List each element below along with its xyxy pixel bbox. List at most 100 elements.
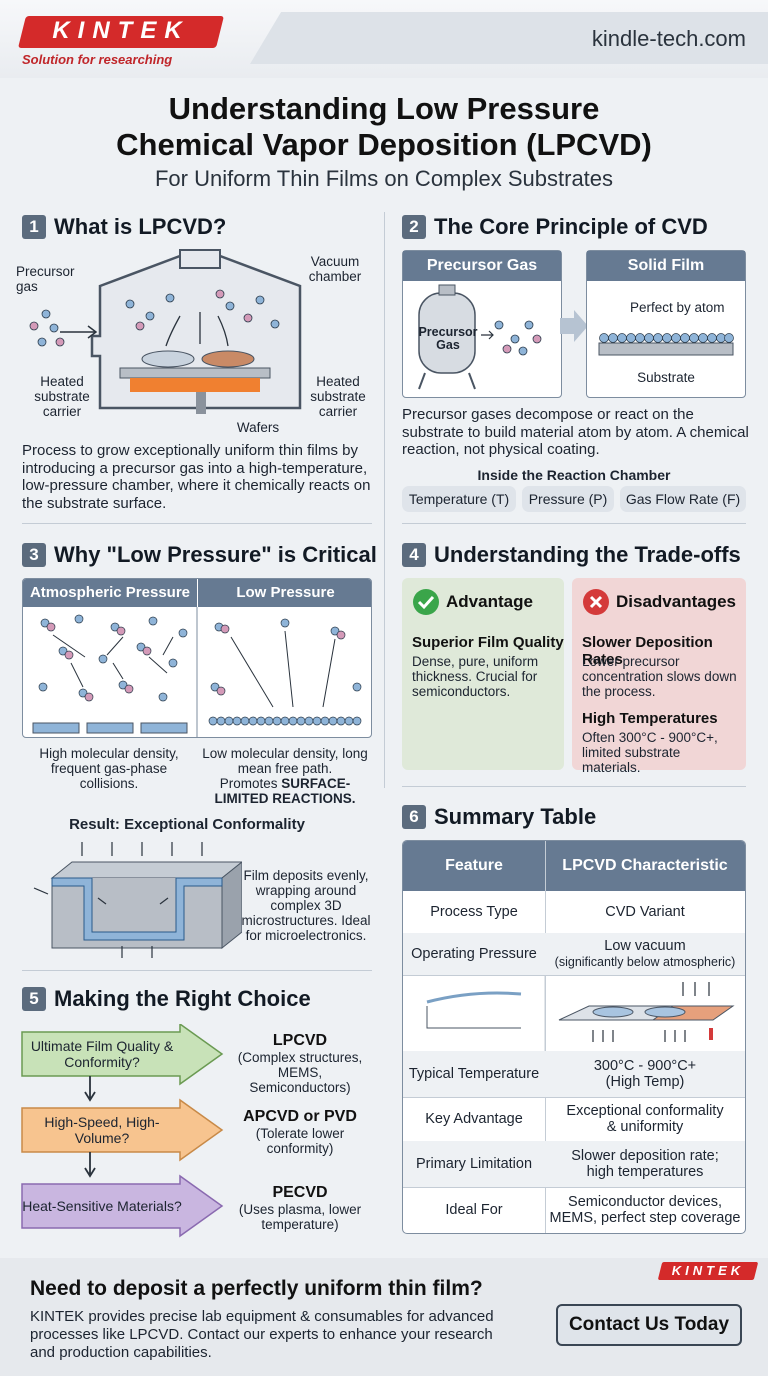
footer-logo[interactable]: KINTEK (671, 1263, 745, 1278)
panel-heading: Solid Film (587, 251, 745, 281)
cell-value: Exceptional conformality (566, 1103, 724, 1119)
table-header-characteristic: LPCVD Characteristic (562, 857, 728, 874)
pressure-comparison-panel: Atmospheric Pressure Low Pressure (22, 578, 372, 738)
section-number: 6 (402, 805, 426, 829)
section-6-heading: 6 Summary Table (402, 804, 596, 830)
section-4-heading: 4 Understanding the Trade-offs (402, 542, 741, 568)
table-cell: CVD Variant (605, 904, 685, 920)
table-cell: Low vacuum (significantly below atmosphe… (545, 933, 745, 975)
section-1-heading: 1 What is LPCVD? (22, 214, 226, 240)
table-row: Primary Limitation (403, 1141, 545, 1187)
advantage-title: Advantage (446, 592, 533, 611)
lpcvd-chamber-diagram (29, 249, 302, 414)
x-icon (583, 589, 609, 615)
section-divider (402, 523, 746, 524)
table-header (403, 841, 745, 891)
panel-heading: Precursor Gas (403, 251, 561, 281)
disadvantage-text-2: Often 300°C - 900°C+, limited substrate … (582, 730, 718, 775)
section-2-heading: 2 The Core Principle of CVD (402, 214, 708, 240)
section-3-heading: 3 Why "Low Pressure" is Critical (22, 542, 377, 568)
atmospheric-caption: High molecular density, frequent gas-pha… (39, 746, 179, 791)
result-heading: Result: Exceptional Conformality (69, 816, 305, 833)
table-row: Operating Pressure (403, 933, 545, 975)
table-cell: Slower deposition rate; high temperature… (545, 1141, 745, 1187)
table-row: Typical Temperature (403, 1051, 545, 1097)
section-title: Making the Right Choice (54, 986, 311, 1011)
param-pressure: Pressure (P) (522, 486, 614, 512)
section-title: Understanding the Trade-offs (434, 542, 741, 567)
disadvantages-card: Disadvantages Slower Deposition Rates Lo… (572, 578, 746, 775)
cell-subvalue: & uniformity (606, 1119, 684, 1135)
section-title: The Core Principle of CVD (434, 214, 708, 239)
column-divider (384, 212, 385, 788)
row-divider (403, 1187, 745, 1188)
section-number: 2 (402, 215, 426, 239)
section-title: What is LPCVD? (54, 214, 227, 239)
choice-answer-1: LPCVD (272, 1032, 328, 1049)
cell-value: Low vacuum (604, 938, 686, 954)
section-divider (22, 970, 372, 971)
caption-prefix: Promotes (219, 776, 278, 791)
label-vacuum-chamber: Vacuum chamber (308, 254, 362, 284)
disadvantage-heading-1: Slower Deposition Rates (582, 634, 713, 668)
cell-subvalue: (significantly below atmospheric) (554, 955, 736, 969)
section-number: 1 (22, 215, 46, 239)
low-pressure-heading: Low Pressure (198, 579, 371, 607)
low-pressure-caption-2: Promotes SURFACE-LIMITED REACTIONS. (196, 776, 374, 806)
brand-logo[interactable]: KINTEK (52, 17, 190, 44)
decision-flow-arrows (21, 1024, 224, 1238)
footer-text: KINTEK provides precise lab equipment & … (30, 1308, 494, 1361)
choice-question-1: Ultimate Film Quality & Conformity? (30, 1038, 174, 1070)
disadvantages-title: Disadvantages (616, 592, 736, 611)
section-divider (22, 523, 372, 524)
cell-subvalue: high temperatures (586, 1164, 704, 1180)
contact-us-button[interactable]: Contact Us Today (556, 1304, 742, 1346)
reaction-chamber-title: Inside the Reaction Chamber (477, 467, 671, 483)
film-layer-illustration (598, 333, 734, 356)
atmospheric-heading: Atmospheric Pressure (23, 579, 197, 607)
molecule-comparison-illustration (32, 607, 362, 737)
cell-subvalue: MEMS, perfect step coverage (549, 1210, 741, 1226)
tank-label: Precursor Gas (418, 325, 478, 352)
pressure-illustration-row (426, 976, 735, 1051)
choice-detail-3: (Uses plasma, lower temperature) (238, 1202, 362, 1232)
result-description: Film deposits evenly, wrapping around co… (241, 868, 371, 943)
footer-heading: Need to deposit a perfectly uniform thin… (30, 1277, 483, 1300)
caption-emphasis: SURFACE-LIMITED REACTIONS. (214, 776, 356, 806)
advantage-heading: Superior Film Quality (412, 634, 564, 651)
label-precursor-gas: Precursor gas (16, 264, 75, 294)
brand-tagline: Solution for researching (22, 52, 173, 67)
section-number: 3 (22, 543, 46, 567)
advantage-card: Advantage Superior Film Quality Dense, p… (402, 578, 564, 770)
low-pressure-caption: Low molecular density, long mean free pa… (202, 746, 368, 776)
table-header-feature: Feature (445, 857, 503, 874)
cell-value: Slower deposition rate; (571, 1148, 719, 1164)
label-substrate: Substrate (637, 370, 695, 385)
choice-question-2: High-Speed, High-Volume? (44, 1114, 160, 1146)
param-temperature: Temperature (T) (402, 486, 516, 512)
label-heated-carrier-left: Heated substrate carrier (34, 374, 90, 419)
param-gas-flow: Gas Flow Rate (F) (620, 486, 746, 512)
advantage-text: Dense, pure, uniform thickness. Crucial … (412, 654, 539, 699)
cell-value: 300°C - 900°C+ (593, 1058, 697, 1074)
site-url[interactable]: kindle-tech.com (591, 26, 746, 51)
page-subtitle: For Uniform Thin Films on Complex Substr… (154, 166, 614, 191)
table-cell: Exceptional conformality & uniformity (545, 1097, 745, 1141)
choice-question-3: Heat-Sensitive Materials? (22, 1198, 182, 1214)
label-perfect-by-atom: Perfect by atom (630, 300, 725, 315)
summary-table: Feature LPCVD Characteristic Process Typ… (402, 840, 746, 1234)
choice-answer-2: APCVD or PVD (243, 1108, 357, 1125)
choice-detail-1: (Complex structures, MEMS, Semiconductor… (237, 1050, 363, 1095)
section-title: Why "Low Pressure" is Critical (54, 542, 377, 567)
choice-detail-2: (Tolerate lower conformity) (255, 1126, 345, 1156)
solid-film-panel: Solid Film (586, 250, 746, 398)
row-divider (403, 975, 745, 976)
table-row: Ideal For (445, 1202, 503, 1218)
section-number: 4 (402, 543, 426, 567)
label-heated-carrier-right: Heated substrate carrier (310, 374, 366, 419)
label-wafers: Wafers (236, 420, 280, 435)
table-cell: Semiconductor devices, MEMS, perfect ste… (545, 1187, 745, 1233)
cell-subvalue: (High Temp) (605, 1074, 685, 1090)
check-icon (413, 589, 439, 615)
cell-value: Semiconductor devices, (568, 1194, 722, 1210)
